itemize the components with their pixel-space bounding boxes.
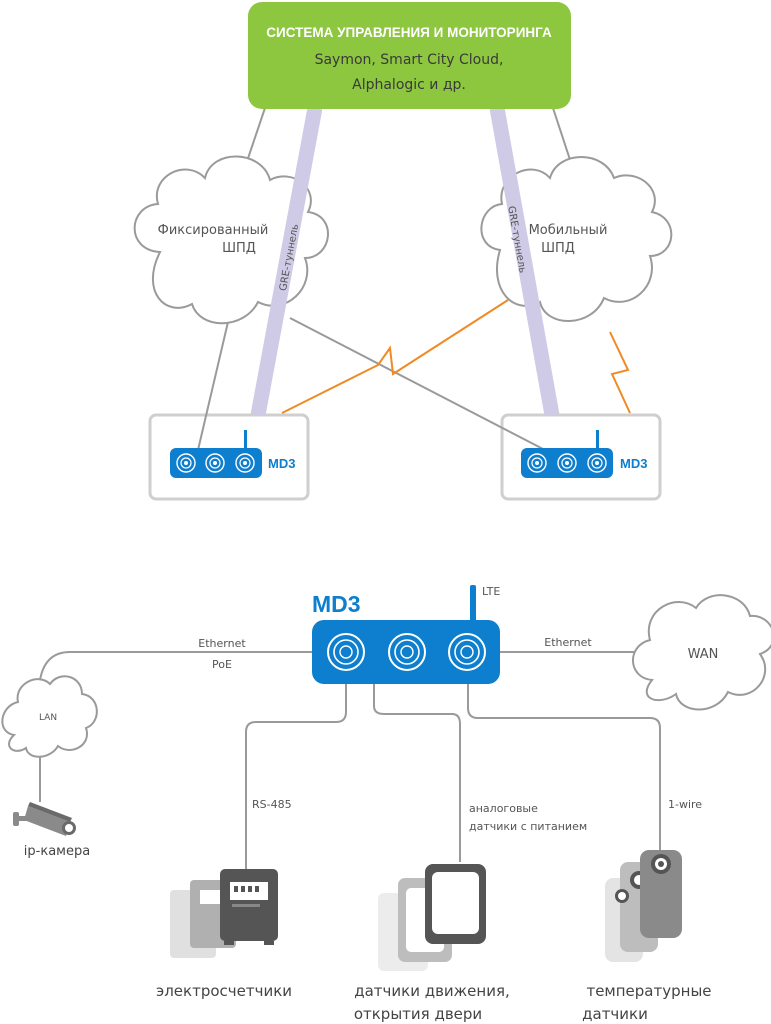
label-analog-1: аналоговые (469, 802, 538, 815)
label-poe: PoE (212, 658, 232, 671)
electricity-meters-icon (170, 869, 278, 958)
router-left-label: MD3 (268, 456, 295, 471)
cloud-fixed-label-2: ШПД (222, 241, 256, 256)
router-port (557, 453, 577, 473)
main-router-port (448, 633, 486, 671)
cloud-mobile-label-2: ШПД (541, 241, 575, 256)
motion-label-2: открытия двери (354, 1005, 482, 1023)
lte-label: LTE (482, 585, 500, 598)
meters-label: электросчетчики (156, 982, 292, 1000)
ip-camera-icon (13, 802, 76, 836)
management-system-line-2: Alphalogic и др. (352, 77, 466, 93)
gre-tunnel-left (250, 106, 323, 417)
temperature-label-2: датчики (582, 1005, 648, 1023)
cloud-fixed-label-1: Фиксированный (158, 223, 269, 238)
cloud-lan-label: LAN (39, 713, 57, 723)
label-onewire: 1-wire (668, 798, 702, 811)
label-ethernet-right: Ethernet (544, 636, 592, 649)
router-port (205, 453, 225, 473)
motion-sensors-icon (378, 864, 486, 971)
router-port (235, 453, 255, 473)
link-fixed-cloud-to-right-router (289, 317, 546, 451)
management-system-box (248, 2, 571, 109)
router-antenna (596, 430, 599, 450)
cloud-wan (632, 594, 771, 711)
motion-label-1: датчики движения, (354, 982, 510, 1000)
router-right-label: MD3 (620, 456, 647, 471)
main-router-antenna (470, 585, 476, 625)
main-router-body (312, 620, 500, 684)
main-router-port (327, 633, 365, 671)
label-rs485: RS-485 (252, 798, 292, 811)
router-antenna (244, 430, 247, 450)
wireless-link-left-router (281, 299, 509, 414)
link-fixed-cloud-to-left-router (197, 321, 229, 451)
temperature-sensors-icon (605, 850, 682, 962)
router-left (170, 430, 262, 478)
router-port (527, 453, 547, 473)
cloud-lan (1, 675, 98, 758)
label-ethernet-left: Ethernet (198, 637, 246, 650)
label-analog-2: датчики с питанием (469, 820, 587, 833)
main-router (312, 620, 500, 684)
cloud-mobile-label-1: Мобильный (529, 223, 608, 238)
camera-label: ip-камера (24, 844, 90, 859)
link-analog (373, 684, 461, 862)
main-router-port (388, 633, 426, 671)
router-port (176, 453, 196, 473)
management-system-line-1: Saymon, Smart City Cloud, (315, 52, 504, 68)
management-system-title: СИСТЕМА УПРАВЛЕНИЯ И МОНИТОРИНГА (266, 25, 552, 40)
wireless-link-right-router (609, 331, 631, 414)
link-onewire (467, 684, 661, 850)
gre-tunnel-right (489, 106, 560, 417)
main-router-label: MD3 (312, 591, 361, 617)
cloud-wan-label: WAN (688, 647, 719, 662)
temperature-label-1: температурные (586, 982, 711, 1000)
router-right (521, 430, 613, 478)
router-port (587, 453, 607, 473)
link-ethernet-lan (39, 651, 312, 681)
link-rs485 (245, 684, 347, 872)
